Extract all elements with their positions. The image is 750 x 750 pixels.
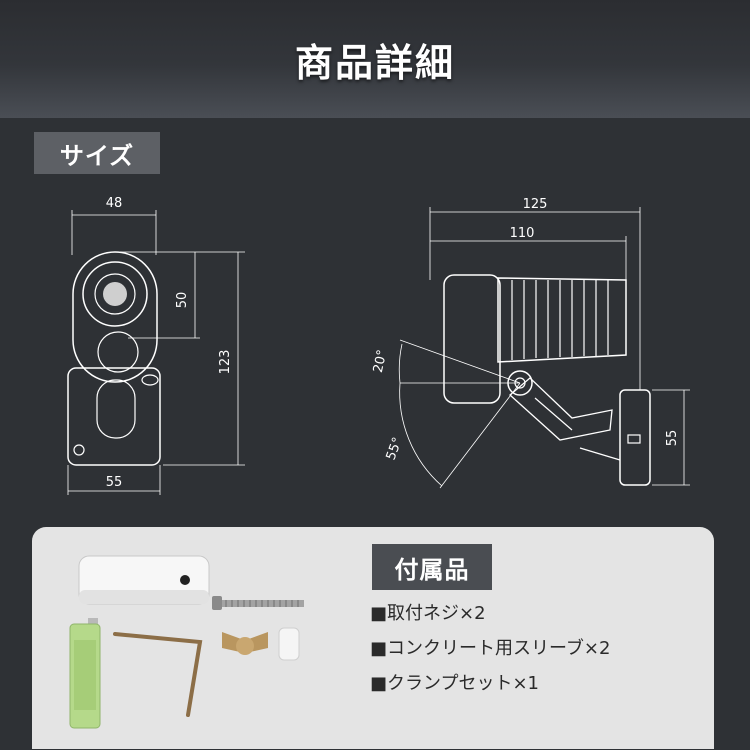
side-angle-up-label: 20° — [371, 348, 390, 374]
hex-key-image — [113, 632, 203, 717]
dimension-drawing: 48 50 123 55 — [67, 196, 690, 495]
side-view-drawing — [398, 207, 690, 489]
wing-nut-image — [222, 632, 268, 655]
accessory-item-clamp: ■クランプセット×1 — [370, 673, 540, 694]
accessories-title: 付属品 — [372, 544, 492, 590]
battery-image — [69, 618, 101, 729]
side-length-total-label: 125 — [523, 197, 548, 212]
front-width-bottom-label: 55 — [106, 475, 123, 490]
accessory-item-sleeve: ■コンクリート用スリーブ×2 — [370, 638, 611, 659]
accessories-list: ■取付ネジ×2 ■コンクリート用スリーブ×2 ■クランプセット×1 — [370, 600, 610, 705]
front-height-total-label: 123 — [218, 350, 233, 375]
screw-image — [212, 596, 304, 610]
side-angle-down-label: 55° — [384, 435, 406, 462]
side-bracket-height-label: 55 — [665, 430, 680, 447]
header-banner: 商品詳細 — [0, 0, 750, 118]
size-section-label: サイズ — [34, 132, 160, 174]
front-height-lens-label: 50 — [175, 292, 190, 309]
sleeve-image — [278, 627, 300, 661]
front-view-drawing — [67, 210, 245, 495]
accessory-item-screw: ■取付ネジ×2 — [370, 603, 486, 624]
front-width-top-label: 48 — [106, 196, 123, 211]
clamp-block-image — [78, 555, 210, 605]
side-length-body-label: 110 — [510, 226, 535, 241]
page-title: 商品詳細 — [294, 40, 455, 85]
